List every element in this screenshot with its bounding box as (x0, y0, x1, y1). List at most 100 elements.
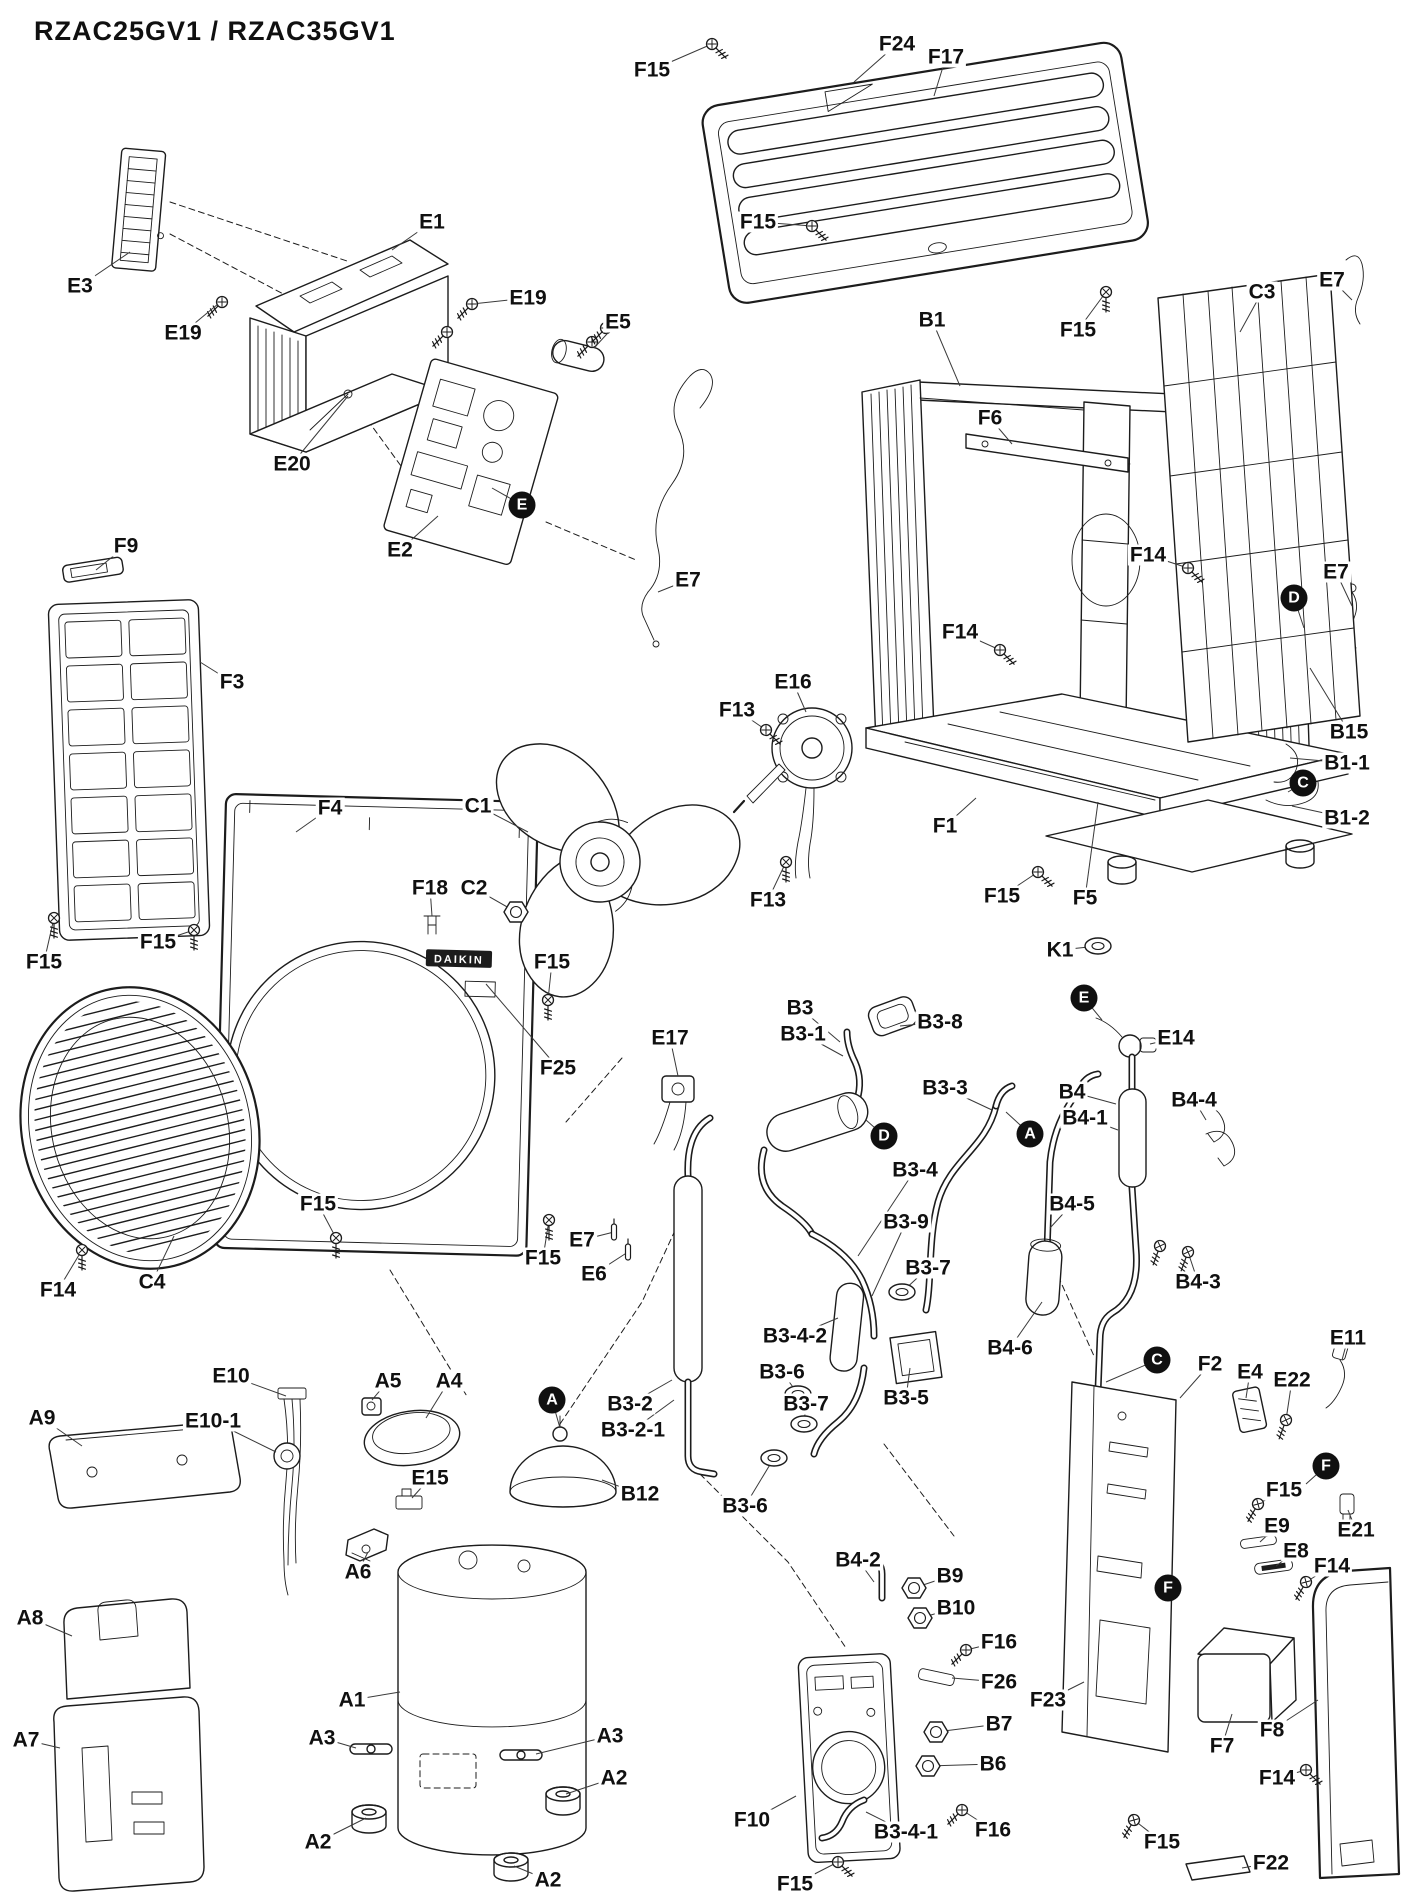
part-label-b1-2: B1-2 (1322, 806, 1372, 830)
part-label-a7: A7 (10, 1728, 42, 1752)
compressor-group-art (48, 1387, 617, 1892)
part-label-e7: E7 (1317, 268, 1347, 292)
part-label-f15: F15 (23, 950, 65, 974)
part-label-a8: A8 (14, 1606, 46, 1630)
part-label-f15: F15 (1057, 318, 1099, 342)
part-label-e7: E7 (567, 1228, 597, 1252)
part-label-f9: F9 (111, 534, 141, 558)
fan-motor-art (732, 707, 853, 879)
part-label-a3: A3 (306, 1726, 338, 1750)
part-label-b4-6: B4-6 (985, 1336, 1035, 1360)
part-label-b6: B6 (977, 1752, 1009, 1776)
part-label-f14: F14 (1127, 543, 1169, 567)
part-label-e7: E7 (673, 568, 703, 592)
part-label-b15: B15 (1327, 720, 1371, 744)
part-label-b3-2: B3-2 (605, 1392, 655, 1416)
part-label-f3: F3 (217, 670, 247, 694)
assembly-callout-f: F (1312, 1452, 1340, 1480)
part-label-e11: E11 (1327, 1326, 1369, 1350)
part-label-f15: F15 (137, 930, 179, 954)
part-label-f14: F14 (1256, 1766, 1298, 1790)
part-label-b4-2: B4-2 (833, 1548, 883, 1572)
partition-art (1061, 1381, 1177, 1753)
part-label-e14: E14 (1155, 1026, 1197, 1050)
part-label-b3-1: B3-1 (778, 1022, 828, 1046)
part-label-a4: A4 (433, 1369, 465, 1393)
part-label-b9: B9 (934, 1564, 966, 1588)
part-label-e4: E4 (1235, 1360, 1265, 1384)
assembly-callout-a: A (538, 1386, 566, 1414)
part-label-b3-8: B3-8 (915, 1010, 965, 1034)
part-label-f13: F13 (716, 698, 758, 722)
part-label-b1-1: B1-1 (1322, 751, 1372, 775)
part-label-f5: F5 (1070, 886, 1100, 910)
part-label-b3-9: B3-9 (881, 1210, 931, 1234)
e4-art (1232, 1386, 1268, 1434)
assembly-callout-c: C (1289, 769, 1317, 797)
page-title: RZAC25GV1 / RZAC35GV1 (34, 16, 396, 46)
part-label-f7: F7 (1207, 1734, 1237, 1758)
part-label-e9: E9 (1262, 1514, 1292, 1538)
part-label-f17: F17 (925, 45, 967, 69)
fan-art (495, 743, 741, 998)
part-label-b1: B1 (916, 308, 948, 332)
part-label-f8: F8 (1257, 1718, 1287, 1742)
part-label-b3-4-2: B3-4-2 (760, 1324, 830, 1348)
part-label-e3: E3 (65, 274, 95, 298)
part-label-f13: F13 (747, 888, 789, 912)
part-label-f16: F16 (972, 1818, 1014, 1842)
part-label-e10-1: E10-1 (182, 1409, 244, 1433)
e7-harness-art (641, 369, 713, 648)
part-label-e1: E1 (417, 210, 447, 234)
e3-art (111, 147, 167, 272)
part-label-e22: E22 (1271, 1368, 1313, 1392)
part-label-e6: E6 (579, 1262, 609, 1286)
assembly-callout-e: E (508, 491, 536, 519)
part-label-f6: F6 (975, 406, 1005, 430)
part-label-a9: A9 (26, 1406, 58, 1430)
part-label-b3-7: B3-7 (781, 1392, 831, 1416)
brand-logo: DAIKIN (434, 953, 484, 966)
part-label-f15: F15 (981, 884, 1023, 908)
part-label-e8: E8 (1281, 1539, 1311, 1563)
part-label-b3-2-1: B3-2-1 (598, 1418, 668, 1442)
part-label-f14: F14 (1311, 1554, 1353, 1578)
part-label-b3-6: B3-6 (757, 1360, 807, 1384)
b3-pipes-art (653, 996, 1016, 1478)
assembly-callout-d: D (870, 1122, 898, 1150)
part-label-b10: B10 (934, 1596, 978, 1620)
part-label-b3: B3 (784, 996, 816, 1020)
part-label-a3: A3 (594, 1724, 626, 1748)
part-label-f24: F24 (876, 32, 918, 56)
part-label-f10: F10 (731, 1808, 773, 1832)
part-label-a2: A2 (302, 1830, 334, 1854)
part-label-e19: E19 (162, 321, 204, 345)
part-label-f26: F26 (978, 1670, 1020, 1694)
part-label-f1: F1 (930, 814, 960, 838)
part-label-a6: A6 (342, 1560, 374, 1584)
part-label-f15: F15 (774, 1872, 816, 1896)
part-label-b3-4-1: B3-4-1 (871, 1820, 941, 1844)
part-label-c1: C1 (462, 794, 494, 818)
part-label-f22: F22 (1250, 1851, 1292, 1875)
part-label-f15: F15 (297, 1192, 339, 1216)
e9-e8-art (1240, 1535, 1293, 1575)
top-panel-art (701, 41, 1149, 304)
part-label-b3-6: B3-6 (720, 1494, 770, 1518)
f7-art (1197, 1627, 1297, 1723)
part-label-a1: A1 (336, 1688, 368, 1712)
f18-art (423, 915, 441, 935)
part-label-a5: A5 (372, 1369, 404, 1393)
part-label-f15: F15 (531, 950, 573, 974)
part-label-e16: E16 (772, 670, 814, 694)
part-label-b12: B12 (618, 1482, 662, 1506)
part-label-f2: F2 (1195, 1352, 1225, 1376)
part-label-e19: E19 (507, 286, 549, 310)
part-label-e7: E7 (1321, 560, 1351, 584)
part-label-c2: C2 (458, 876, 490, 900)
assembly-callout-f: F (1154, 1574, 1182, 1602)
part-label-b4-4: B4-4 (1169, 1088, 1219, 1112)
part-label-b3-4: B3-4 (890, 1158, 940, 1182)
